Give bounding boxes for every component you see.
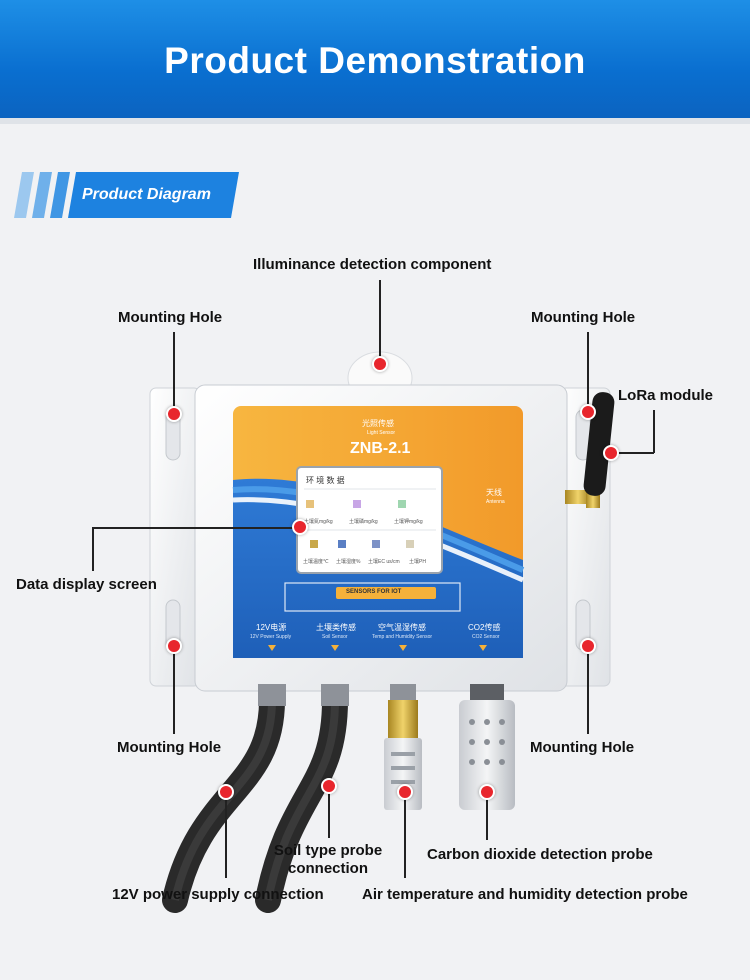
port-label-en: Soil Sensor: [322, 634, 348, 640]
panel-light-cn: 光照传感: [362, 419, 394, 428]
sensors-badge: SENSORS FOR IOT: [346, 589, 402, 595]
marker-mount-tr: [580, 404, 596, 420]
port-label-cn: CO2传感: [468, 623, 501, 632]
screen-cell: 土壤湿度%: [336, 559, 361, 565]
label-co2: Carbon dioxide detection probe: [427, 846, 653, 863]
marker-display: [292, 519, 308, 535]
label-mount-bl: Mounting Hole: [117, 739, 222, 756]
label-mount-tr: Mounting Hole: [531, 309, 636, 326]
panel-antenna-cn: 天线: [486, 488, 502, 497]
label-soil-probe-line2: connection: [287, 860, 368, 877]
screen-cell: 土壤EC us/cm: [368, 559, 400, 565]
screen-title: 环 境 数 据: [306, 476, 345, 485]
marker-power: [218, 784, 234, 800]
panel-model: ZNB-2.1: [350, 440, 411, 457]
section-tag-shape: [14, 172, 239, 218]
panel-light-en: Light Sensor: [367, 430, 396, 436]
screen-cell: 土壤钾mg/kg: [394, 519, 423, 525]
section-tag-label: Product Diagram: [82, 186, 211, 203]
port-label-en: CO2 Sensor: [472, 634, 500, 640]
port-label-cn: 土壤类传感: [316, 623, 356, 632]
label-display: Data display screen: [16, 576, 157, 593]
label-lora: LoRa module: [618, 387, 714, 404]
leader-air: [404, 792, 406, 878]
label-mount-br: Mounting Hole: [530, 739, 635, 756]
marker-soil: [321, 778, 337, 794]
screen-cell: 土壤磷mg/kg: [349, 519, 378, 525]
marker-air: [397, 784, 413, 800]
marker-lora: [603, 445, 619, 461]
port-label-en: 12V Power Supply: [250, 634, 292, 640]
marker-mount-tl: [166, 406, 182, 422]
panel-antenna-en: Antenna: [486, 499, 505, 505]
marker-co2: [479, 784, 495, 800]
screen-cell: 土壤温度℃: [303, 559, 329, 565]
screen-cell: 土壤氮mg/kg: [304, 519, 333, 525]
label-soil-probe-line1: Soil type probe: [273, 842, 383, 859]
marker-mount-br: [580, 638, 596, 654]
leader-power: [225, 792, 227, 878]
label-air: Air temperature and humidity detection p…: [362, 886, 688, 903]
label-illuminance: Illuminance detection component: [253, 256, 492, 273]
leader-display-h: [92, 527, 300, 529]
page-title: Product Demonstration: [164, 40, 586, 81]
label-mount-tl: Mounting Hole: [118, 309, 223, 326]
leader-lora-v: [653, 410, 655, 453]
marker-illuminance: [372, 356, 388, 372]
header-banner: Product Demonstration: [0, 0, 750, 124]
leader-mount-bl: [173, 646, 175, 734]
screen-cell: 土壤PH: [409, 559, 426, 565]
leader-lora-h: [611, 452, 654, 454]
label-power: 12V power supply connection: [112, 886, 324, 903]
leader-co2: [486, 792, 488, 840]
leader-mount-tr: [587, 332, 589, 412]
leader-illuminance: [379, 280, 381, 364]
leader-display-v: [92, 527, 94, 571]
leader-mount-tl: [173, 332, 175, 414]
leader-mount-br: [587, 646, 589, 734]
marker-mount-bl: [166, 638, 182, 654]
leader-soil: [328, 786, 330, 838]
port-label-cn: 12V电源: [256, 623, 287, 632]
port-label-en: Temp and Humidity Sensor: [372, 634, 433, 640]
port-label-cn: 空气温湿传感: [378, 623, 426, 632]
